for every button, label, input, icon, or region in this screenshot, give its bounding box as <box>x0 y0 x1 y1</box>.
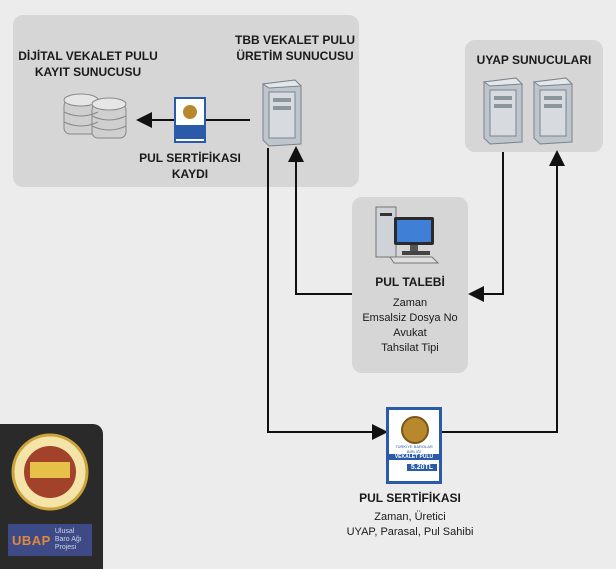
ubap-subtitle: Ulusal Baro Ağı Projesi <box>54 528 82 551</box>
digital-server-title: DİJİTAL VEKALET PULU KAYIT SUNUCUSU <box>18 49 158 79</box>
uyap-server-icon-1 <box>482 77 524 145</box>
uyap-servers-title: UYAP SUNUCULARI <box>476 53 592 67</box>
arrow-certificate-to-uyap <box>442 150 565 433</box>
bar-association-logo-icon <box>11 433 89 511</box>
arrow-request-to-tbb <box>288 146 352 295</box>
stamp-certificate-icon: TÜRKİYE BAROLAR BİRLİĞİ VEKALET PULU 5.2… <box>386 407 442 484</box>
pul-sertifikasi-kaydi-label: PUL SERTİFİKASI KAYDI <box>139 151 241 181</box>
arrow-uyap-to-request <box>468 152 504 302</box>
database-icon <box>63 93 127 139</box>
pul-talebi-title: PUL TALEBİ <box>375 275 445 289</box>
ubap-logo: UBAP Ulusal Baro Ağı Projesi <box>8 524 92 556</box>
tbb-server-title: TBB VEKALET PULU ÜRETİM SUNUCUSU <box>235 33 355 63</box>
arrow-tbb-to-certificate <box>267 148 388 440</box>
uyap-server-icon-2 <box>532 77 574 145</box>
pul-sertifikasi-details: Zaman, Üretici UYAP, Parasal, Pul Sahibi <box>346 511 474 538</box>
tbb-server-icon <box>261 79 303 147</box>
stamp-small-icon <box>174 97 206 143</box>
desktop-computer-icon <box>375 206 440 264</box>
pul-talebi-fields: Zaman Emsalsiz Dosya No Avukat Tahsilat … <box>362 297 458 354</box>
pul-sertifikasi-title: PUL SERTİFİKASI <box>359 491 461 505</box>
